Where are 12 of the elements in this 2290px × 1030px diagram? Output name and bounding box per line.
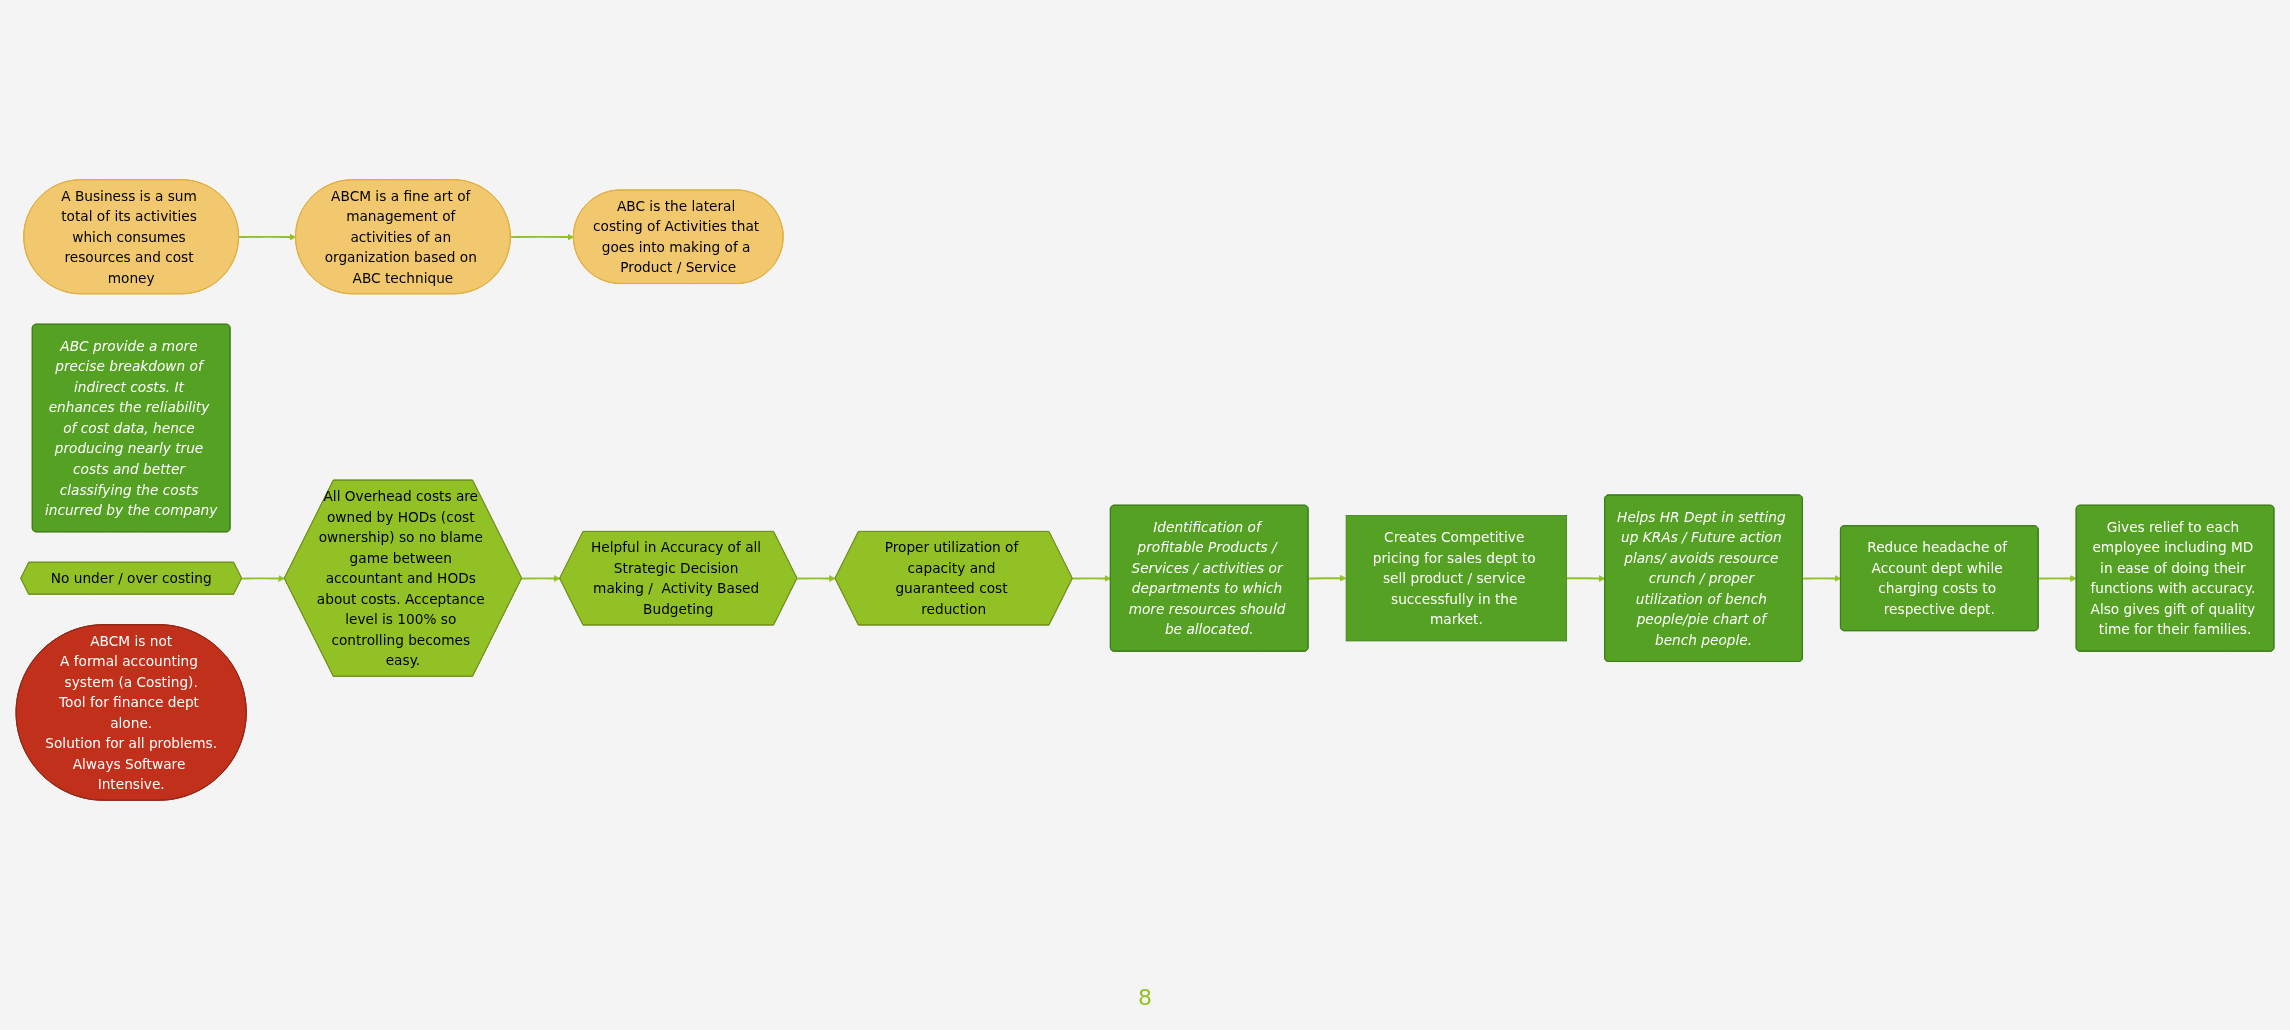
arrow — [238, 233, 297, 241]
arrow — [796, 575, 836, 582]
arrow — [241, 575, 285, 582]
arrow — [1071, 575, 1112, 582]
arrow — [509, 233, 575, 241]
arrow — [521, 575, 561, 582]
arrow — [1565, 575, 1606, 582]
arrow — [1801, 575, 1842, 582]
node-box: Creates Competitive pricing for sales dept to sell product / service successfully in the market. — [1345, 515, 1568, 642]
arrow — [2037, 575, 2077, 582]
page-number: 8 — [1138, 985, 1152, 1010]
arrow — [1307, 574, 1347, 582]
